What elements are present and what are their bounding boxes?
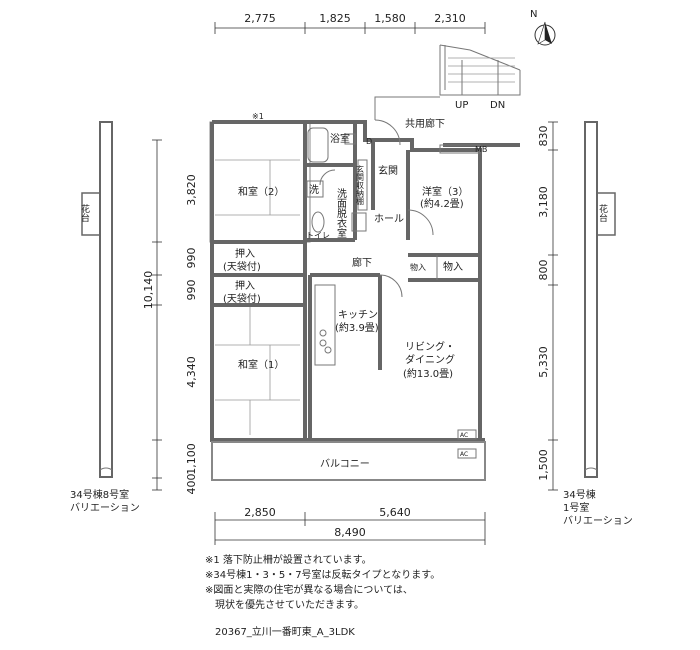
staircase: UP DN (374, 44, 521, 120)
top-dimensions: 2,775 1,825 1,580 2,310 (214, 12, 486, 34)
room-kitchen: キッチン (338, 309, 378, 321)
dim-right-2: 3,180 (537, 186, 550, 218)
variation-right-line-2: 1号室 (563, 503, 590, 514)
ac-label-1: AC (460, 432, 468, 439)
dim-bottom-total: 8,490 (334, 526, 366, 539)
kadai-right: 花台 (597, 203, 608, 223)
note-4: 現状を優先させていただきます。 (205, 600, 364, 611)
variation-left-line-2: バリエーション (70, 503, 140, 514)
room-shoe-storage: 玄関収納棚 (356, 164, 365, 206)
room-washitsu-2: 和室（2） (238, 185, 284, 198)
plan-code: 20367_立川一番町東_A_3LDK (215, 627, 355, 638)
note-mark: ※1 (252, 112, 264, 121)
dim-bottom-2: 5,640 (379, 506, 411, 519)
room-toilet: トイレ (306, 231, 330, 240)
room-living-size: (約13.0畳) (403, 367, 453, 380)
note-2: ※34号棟1・3・5・7号室は反転タイプとなります。 (205, 570, 441, 581)
note-3: ※図面と実際の住宅が異なる場合については、 (205, 585, 413, 596)
variation-left-label: 34号棟8号室 バリエーション (70, 489, 140, 515)
unit-plan (209, 119, 520, 481)
dim-left-6: 400 (185, 474, 198, 495)
stairs-up-label: UP (455, 100, 468, 111)
north-compass-icon: N (530, 9, 556, 46)
room-oshiire-1-sub: (天袋付) (223, 260, 261, 273)
variation-right-label: 34号棟 1号室 バリエーション (563, 489, 633, 528)
room-monoire: 物入 (443, 260, 463, 273)
dim-top-3: 1,580 (374, 12, 406, 25)
dim-right-1: 830 (537, 126, 550, 147)
dim-left-5: 1,100 (185, 443, 198, 475)
variation-left-line-1: 34号棟8号室 (70, 490, 130, 501)
variation-right-line-3: バリエーション (563, 516, 633, 527)
room-genkan: 玄関 (378, 164, 398, 177)
variation-left: 花台 (79, 121, 113, 478)
room-hall: ホール (374, 213, 404, 225)
dim-left-total: 10,140 (142, 271, 155, 310)
room-living-2: ダイニング (405, 353, 455, 366)
dim-left-3: 990 (185, 280, 198, 301)
room-monoire-small: 物入 (410, 262, 426, 272)
dim-top-2: 1,825 (319, 12, 351, 25)
room-bath: 浴室 (330, 132, 350, 145)
room-common-corridor: 共用廊下 (405, 117, 445, 130)
dim-right-3: 800 (537, 260, 550, 281)
room-kitchen-size: (約3.9畳) (335, 321, 379, 334)
dim-bottom-1: 2,850 (244, 506, 276, 519)
room-washitsu-1: 和室（1） (238, 358, 284, 371)
dim-top-4: 2,310 (434, 12, 466, 25)
right-dimensions: 830 3,180 800 5,330 1,500 (537, 121, 558, 491)
room-balcony: バルコニー (320, 458, 370, 470)
kadai-left: 花台 (79, 203, 90, 223)
compass-label: N (530, 9, 537, 20)
room-rouka: 廊下 (352, 256, 372, 269)
dim-left-4: 4,340 (185, 356, 198, 388)
variation-right-line-1: 34号棟 (563, 490, 596, 501)
room-youshitsu-3-size: (約4.2畳) (420, 197, 464, 210)
dim-right-4: 5,330 (537, 346, 550, 378)
dim-left-2: 990 (185, 248, 198, 269)
room-youshitsu-3: 洋室（3） (422, 185, 468, 198)
stairs-down-label: DN (490, 100, 505, 111)
room-oshiire-2: 押入 (235, 279, 255, 292)
ac-label-2: AC (460, 451, 468, 458)
room-mb: MB (475, 145, 487, 154)
dim-top-1: 2,775 (244, 12, 276, 25)
room-oshiire-1: 押入 (235, 247, 255, 260)
room-oshiire-2-sub: (天袋付) (223, 292, 261, 305)
room-living-1: リビング・ (405, 340, 455, 353)
room-washer: 洗 (309, 184, 319, 196)
note-1: ※1 落下防止柵が設置されています。 (205, 555, 372, 566)
dim-left-1: 3,820 (185, 174, 198, 206)
variation-right: 花台 (584, 121, 616, 478)
bottom-dimensions: 2,850 5,640 8,490 (214, 506, 486, 545)
dim-right-5: 1,500 (537, 449, 550, 481)
room-d: D (366, 137, 372, 146)
room-washroom: 洗面脱衣室 (335, 188, 347, 238)
notes: ※1 落下防止柵が設置されています。 ※34号棟1・3・5・7号室は反転タイプと… (205, 553, 440, 613)
left-dimensions: 3,820 990 990 4,340 1,100 400 10,140 (142, 139, 198, 495)
room-labels: 共用廊下 MB 浴室 D 玄関 玄関収納棚 洗 洗面脱衣室 トイレ ホール 和室… (223, 112, 487, 470)
